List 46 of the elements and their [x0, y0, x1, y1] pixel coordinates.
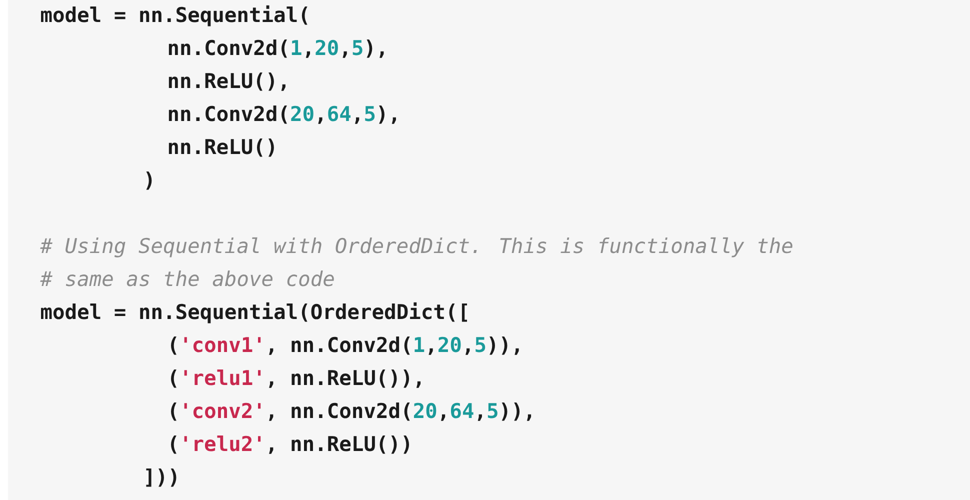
string-literal: 'relu2': [184, 436, 261, 452]
code-comment: # Using Sequential with OrderedDict. This is functionally the: [40, 237, 792, 258]
number-literal: 64: [328, 106, 350, 122]
code-text: (: [171, 370, 176, 388]
number-literal: 64: [450, 402, 474, 418]
code-text: ,: [318, 117, 322, 124]
number-literal: 1: [292, 40, 302, 55]
code-text: model = nn.Sequential(OrderedDict([: [41, 302, 468, 324]
code-text: , nn.Conv2d(: [269, 336, 410, 355]
code-text: ])): [146, 468, 176, 487]
code-text: nn.ReLU(): [168, 138, 274, 157]
number-literal: 1: [414, 337, 424, 352]
code-text: ,: [428, 348, 433, 355]
code-text: ,: [441, 414, 446, 421]
code-text: , nn.ReLU()),: [269, 370, 421, 388]
code-text: ),: [379, 106, 396, 124]
code-text: ,: [306, 51, 310, 58]
number-literal: 5: [352, 40, 362, 56]
code-comment: # same as the above code: [40, 270, 334, 286]
code-text: ,: [466, 348, 470, 355]
code-text: nn.Conv2d(: [168, 40, 287, 58]
number-literal: 5: [365, 106, 375, 122]
code-text: (: [171, 402, 176, 421]
code-text: ),: [366, 40, 384, 58]
number-literal: 20: [414, 402, 436, 418]
string-literal: 'conv1': [184, 337, 261, 352]
number-literal: 20: [438, 336, 461, 352]
string-literal: 'conv2': [184, 402, 261, 418]
code-text: nn.Conv2d(: [168, 106, 287, 124]
code-text: nn.ReLU(),: [168, 72, 286, 91]
string-literal: 'relu1': [184, 370, 261, 386]
number-literal: 20: [291, 106, 314, 122]
code-text: (: [171, 436, 176, 454]
number-literal: 5: [476, 337, 486, 352]
code-text: model = nn.Sequential(: [41, 5, 308, 26]
code-text: (: [171, 336, 176, 355]
code-text: )),: [490, 336, 519, 355]
code-text: )),: [502, 402, 532, 421]
code-text: ): [146, 172, 152, 190]
code-text: ,: [355, 117, 360, 124]
code-text: ,: [342, 51, 347, 58]
number-literal: 20: [316, 40, 338, 56]
number-literal: 5: [488, 403, 498, 418]
code-text: ,: [478, 414, 482, 421]
code-text: , nn.Conv2d(: [269, 402, 410, 421]
code-text: , nn.ReLU()): [269, 436, 409, 454]
